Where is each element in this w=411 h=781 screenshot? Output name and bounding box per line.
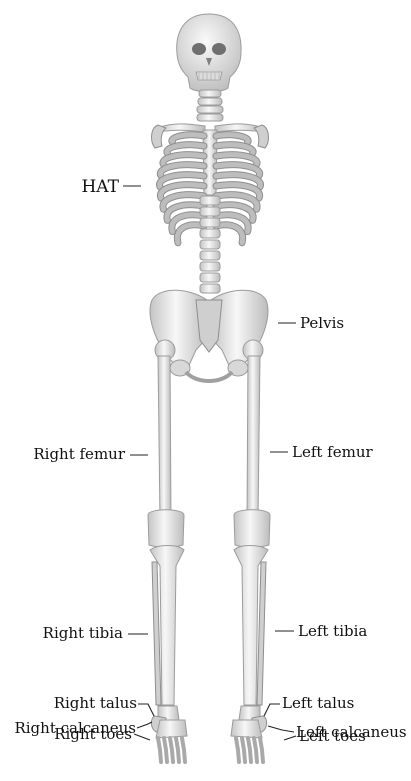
label-left-talus: Left talus — [282, 694, 354, 712]
toe-bone — [164, 738, 167, 762]
toe-bone — [182, 738, 185, 762]
label-right-tibia: Right tibia — [43, 624, 123, 642]
toe-bone — [254, 738, 257, 762]
vertebra — [200, 262, 220, 271]
lumbar-spine — [200, 196, 220, 293]
leader-right-toes — [134, 734, 150, 740]
toe-bone — [242, 738, 245, 762]
label-right-toes: Right toes — [54, 725, 132, 743]
label-left-tibia: Left tibia — [298, 622, 367, 640]
vertebra — [200, 229, 220, 238]
vertebra — [200, 196, 220, 205]
cervical-spine — [197, 90, 223, 121]
leader-left-talus — [264, 704, 280, 716]
label-right-talus: Right talus — [54, 694, 137, 712]
label-left-toes: Left toes — [299, 727, 366, 745]
toe-bone — [248, 738, 251, 762]
right-tibia — [150, 546, 184, 706]
leader-left-toes — [284, 736, 296, 740]
vertebra — [200, 218, 220, 227]
vertebra — [200, 251, 220, 260]
leader-right-talus — [138, 704, 154, 716]
left-foot — [231, 706, 267, 762]
label-pelvis: Pelvis — [300, 314, 344, 332]
toe-bone — [176, 738, 179, 762]
toe-bone — [158, 738, 161, 762]
left-tibia — [234, 546, 268, 706]
label-right-femur: Right femur — [33, 445, 125, 463]
label-left-femur: Left femur — [292, 443, 373, 461]
leader-right-calcaneus — [137, 722, 152, 728]
right-foot — [151, 706, 187, 762]
vertebra — [200, 273, 220, 282]
skull — [177, 14, 241, 92]
toe-bone — [170, 738, 173, 762]
toe-bone — [260, 738, 263, 762]
toe-bone — [236, 738, 239, 762]
vertebra — [200, 207, 220, 216]
vertebra — [200, 240, 220, 249]
vertebra — [200, 284, 220, 293]
leader-left-calcaneus — [268, 726, 294, 732]
label-hat: HAT — [81, 177, 119, 197]
